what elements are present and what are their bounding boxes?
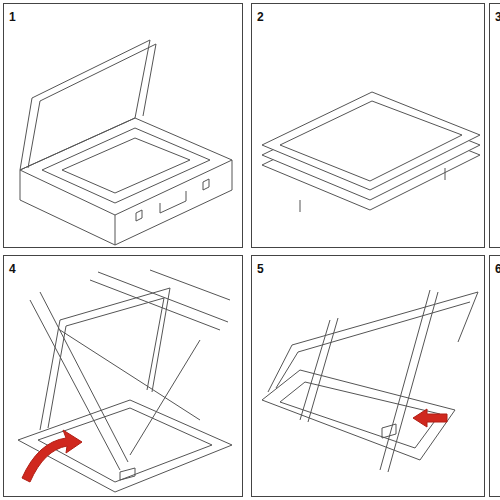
step-panel: 2: [251, 3, 485, 248]
frame-inner: [62, 138, 190, 193]
step-number: 4: [8, 262, 17, 276]
step-panel: 6: [489, 255, 500, 497]
frame-legs: [300, 168, 445, 212]
case-handle: [160, 191, 186, 213]
step-panel: 3: [489, 3, 500, 248]
tilted-frame-inner: [276, 302, 470, 388]
case-rim: [20, 118, 232, 170]
case-lid-edge: [28, 44, 156, 168]
step-number: 5: [256, 262, 265, 276]
step-number: 1: [8, 10, 17, 24]
step-number: 2: [256, 10, 265, 24]
unfolding-frames: [18, 270, 232, 492]
step-panel: 5: [251, 255, 485, 497]
frame-outer: [42, 128, 210, 203]
prop-leg: [380, 290, 438, 472]
case-latch: [136, 210, 142, 221]
step-panel: 1: [3, 3, 243, 248]
case-latch: [203, 179, 209, 190]
open-case: [20, 40, 232, 245]
step-number: 3: [494, 10, 500, 24]
stacked-frames: [262, 92, 480, 212]
support-bar: [90, 270, 230, 330]
step-number: 6: [494, 262, 500, 276]
prop-leg: [300, 318, 338, 422]
case-body: [20, 160, 232, 245]
tilted-frame: [268, 292, 478, 392]
clamp: [120, 468, 135, 480]
raised-frame-inner: [48, 298, 164, 428]
frame-inner: [280, 101, 462, 181]
easel-frame: [262, 290, 478, 472]
slide-arrow: [413, 409, 447, 427]
base-frame-inner: [280, 382, 440, 448]
case-corner: [115, 215, 116, 245]
base-frame: [262, 370, 455, 460]
step-panel: 4: [3, 255, 243, 497]
frame-layer: [262, 92, 480, 190]
clamp: [382, 424, 396, 438]
support-bar: [60, 330, 200, 455]
rotate-arrow: [22, 430, 82, 482]
